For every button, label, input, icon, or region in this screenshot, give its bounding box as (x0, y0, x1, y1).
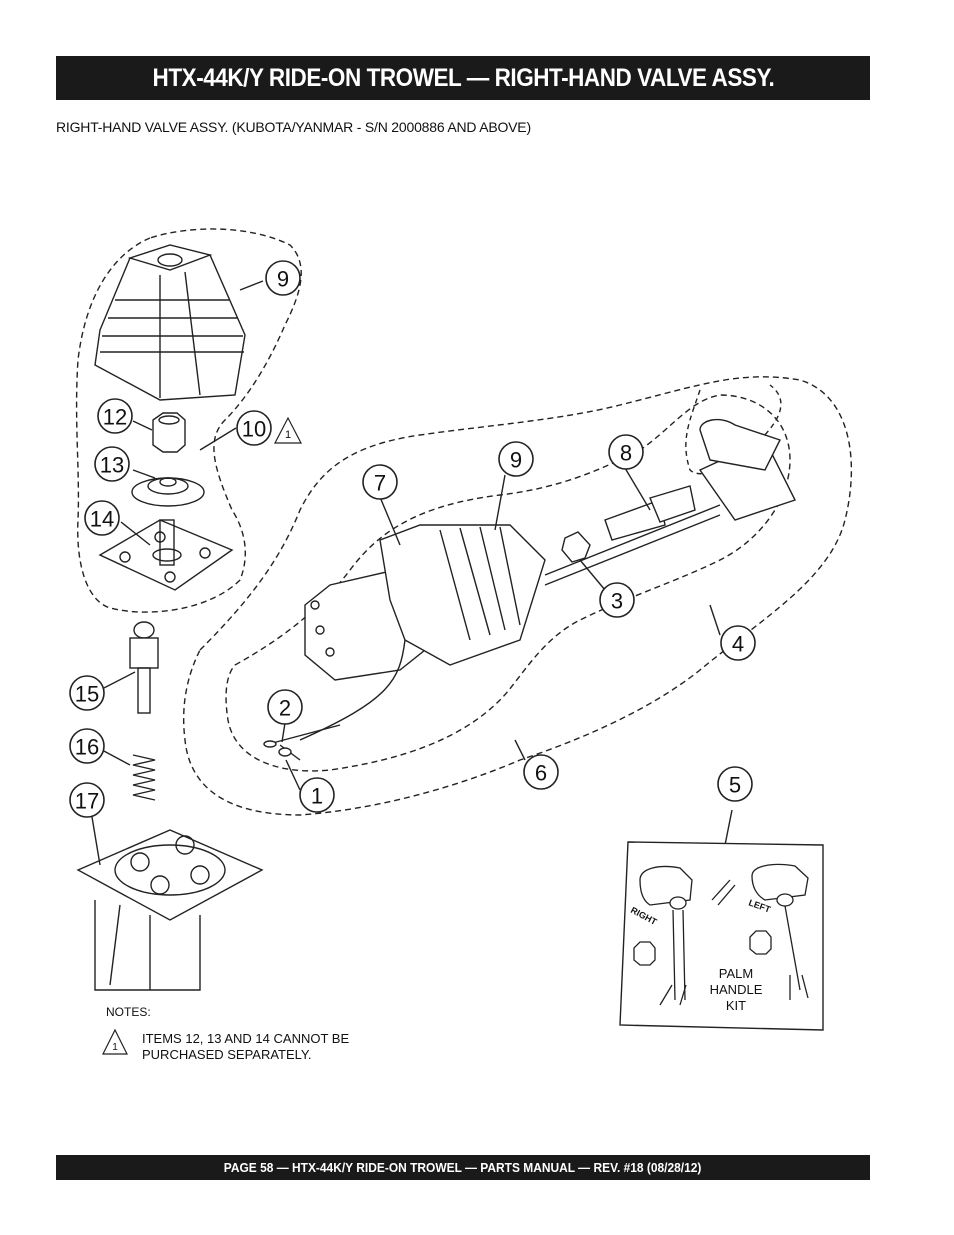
callout-7: 7 (374, 471, 386, 496)
handle-assembly-part (299, 524, 546, 741)
callout-8: 8 (620, 441, 632, 466)
page-title-bar: HTX-44K/Y RIDE-ON TROWEL — RIGHT-HAND VA… (56, 56, 870, 100)
washer-part (131, 477, 205, 507)
callout-5-bubble (717, 766, 753, 802)
palm-kit-label-line1: PALM (719, 966, 753, 981)
boot-part (94, 244, 246, 401)
callout-10: 10 (242, 417, 266, 442)
notes-triangle-icon (102, 1028, 128, 1055)
notes-heading: NOTES: (106, 1005, 151, 1019)
callout-13: 13 (100, 453, 124, 478)
callout-9-mid-bubble (498, 441, 534, 477)
group-outline-main (182, 376, 853, 816)
plunger-part (129, 621, 159, 714)
group-outline-hose (685, 384, 782, 475)
nut-part (152, 412, 186, 453)
valve-body-part (76, 829, 264, 991)
callout-17: 17 (75, 789, 99, 814)
callout-9-top: 9 (277, 267, 289, 292)
stem-part (544, 485, 721, 586)
right-palm-handle-part (639, 865, 693, 906)
diagram-subtitle: RIGHT-HAND VALVE ASSY. (KUBOTA/YANMAR - … (56, 119, 531, 135)
callout-13-bubble (94, 446, 130, 482)
connector-part (698, 418, 796, 521)
callout-5: 5 (729, 773, 741, 798)
callout-16-bubble (69, 728, 105, 764)
page-footer-bar: PAGE 58 — HTX-44K/Y RIDE-ON TROWEL — PAR… (56, 1155, 870, 1180)
callout-2-bubble (267, 689, 303, 725)
notes-section: NOTES: 1 ITEMS 12, 13 AND 14 CANNOT BE P… (102, 1005, 349, 1062)
callout-3-bubble (599, 582, 635, 618)
right-nut-part (633, 941, 656, 966)
callout-16: 16 (75, 735, 99, 760)
notes-triangle-number: 1 (112, 1042, 118, 1053)
callout-8-bubble (608, 434, 644, 470)
callout-1: 1 (311, 784, 323, 809)
callout-12-bubble (97, 398, 133, 434)
callout-9-top-bubble (265, 260, 301, 296)
callout-6: 6 (535, 761, 547, 786)
callout-14-bubble (84, 500, 120, 536)
page-title: HTX-44K/Y RIDE-ON TROWEL — RIGHT-HAND VA… (152, 63, 774, 92)
group-outline-left (75, 228, 302, 613)
plate-part (98, 519, 234, 591)
notes-line1: ITEMS 12, 13 AND 14 CANNOT BE (142, 1031, 349, 1046)
callout-9-mid: 9 (510, 448, 522, 473)
callout-4-bubble (720, 625, 756, 661)
page-footer: PAGE 58 — HTX-44K/Y RIDE-ON TROWEL — PAR… (224, 1160, 702, 1175)
callout-17-bubble (69, 782, 105, 818)
callout-15-bubble (69, 675, 105, 711)
callout-15: 15 (75, 682, 99, 707)
spring-part (132, 754, 156, 801)
callout-6-bubble (523, 754, 559, 790)
callout-7-bubble (362, 464, 398, 500)
callout-3: 3 (611, 589, 623, 614)
palm-kit-label-line2: HANDLE (710, 982, 763, 997)
callout-12: 12 (103, 405, 127, 430)
note-triangle-icon (274, 416, 302, 444)
left-palm-handle-part (751, 863, 809, 901)
callout-14: 14 (90, 507, 114, 532)
palm-kit-label-line3: KIT (726, 998, 746, 1013)
callout-1-bubble (299, 777, 335, 813)
callout-4: 4 (732, 632, 744, 657)
notes-line2: PURCHASED SEPARATELY. (142, 1047, 312, 1062)
wire-leads-part (263, 724, 341, 761)
palm-handle-kit-panel: RIGHT LEFT PALM HANDLE KIT (619, 841, 824, 1031)
callout-10-bubble (236, 410, 272, 446)
left-nut-part (749, 930, 772, 955)
note-triangle-number: 1 (285, 429, 291, 441)
callout-2: 2 (279, 696, 291, 721)
